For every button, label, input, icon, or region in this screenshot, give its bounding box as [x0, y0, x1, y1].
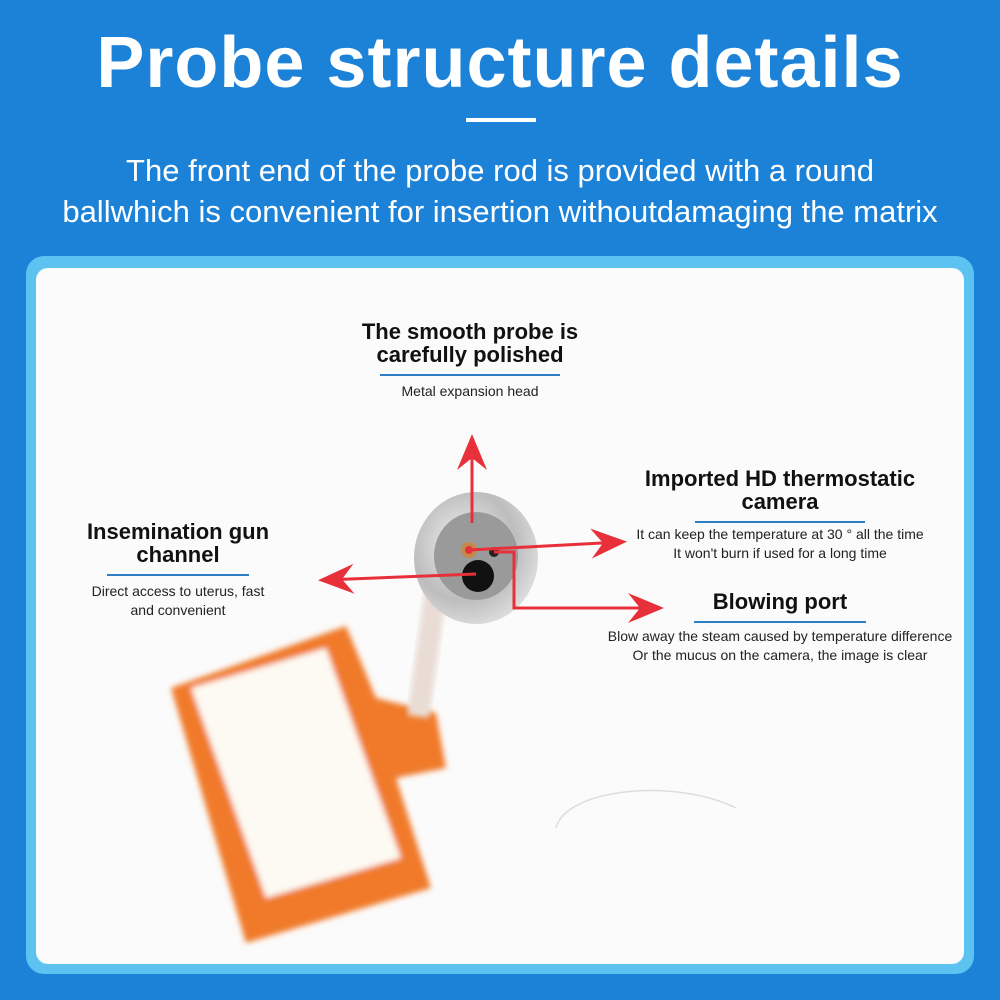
callout-blowing-port: Blowing port Blow away the steam caused … — [590, 590, 970, 665]
callout-divider — [380, 374, 560, 376]
product-photo-panel — [36, 268, 964, 964]
callout-hd-camera: Imported HD thermostatic camera It can k… — [610, 467, 950, 563]
callout-description: Direct access to uterus, fast — [91, 583, 265, 599]
callout-title: The smooth probe is — [361, 319, 579, 344]
callout-title: Insemination gun — [86, 519, 270, 544]
arrows — [318, 434, 664, 623]
callout-title: channel — [136, 542, 220, 567]
callout-gun-channel: Insemination gun channel Direct access t… — [60, 520, 296, 620]
gun-channel-hole — [462, 560, 494, 592]
callout-description: Metal expansion head — [401, 383, 539, 399]
callout-title: camera — [741, 489, 819, 514]
callout-description: and convenient — [130, 602, 226, 618]
callout-title: carefully polished — [376, 342, 564, 367]
probe-photo — [171, 434, 737, 943]
callout-description: Blow away the steam caused by temperatur… — [607, 628, 953, 644]
callout-title: Imported HD thermostatic — [644, 466, 916, 491]
subtitle: The front end of the probe rod is provid… — [0, 150, 1000, 232]
callout-divider — [695, 521, 865, 523]
subtitle-line: ballwhich is convenient for insertion wi… — [62, 194, 938, 229]
orange-tag — [171, 626, 446, 943]
callout-divider — [107, 574, 249, 576]
callout-divider — [694, 621, 866, 623]
callout-title: Blowing port — [712, 589, 848, 614]
callout-description: Or the mucus on the camera, the image is… — [632, 647, 928, 663]
title-divider — [466, 118, 536, 122]
subtitle-line: The front end of the probe rod is provid… — [126, 153, 874, 188]
page-title: Probe structure details — [96, 23, 904, 103]
callout-smooth-probe: The smooth probe is carefully polished M… — [320, 320, 620, 401]
callout-description: It can keep the temperature at 30 ° all … — [636, 526, 924, 542]
callout-description: It won't burn if used for a long time — [673, 545, 887, 561]
